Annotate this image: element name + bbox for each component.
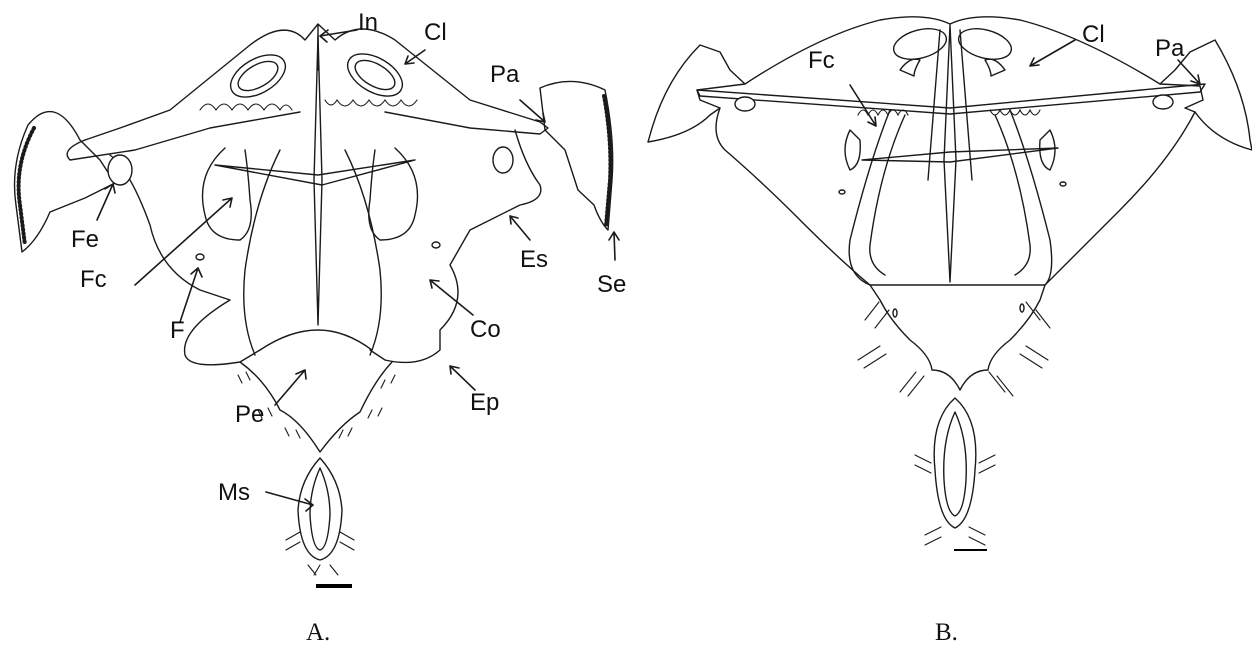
label-cl: Cl [424, 19, 447, 46]
panel-a-caption: A. [306, 619, 330, 646]
panel-b-drawing [648, 17, 1252, 550]
label-se: Se [597, 271, 626, 298]
label-fe: Fe [71, 226, 99, 253]
label-b-cl: Cl [1082, 21, 1105, 48]
label-co: Co [470, 316, 501, 343]
label-es: Es [520, 246, 548, 273]
label-pe: Pe [235, 401, 264, 428]
label-pa: Pa [490, 61, 520, 88]
label-fc: Fc [80, 266, 107, 293]
label-ms: Ms [218, 479, 250, 506]
label-in: In [358, 9, 378, 36]
label-f: F [170, 317, 185, 344]
label-b-fc: Fc [808, 47, 835, 74]
label-b-pa: Pa [1155, 35, 1185, 62]
label-ep: Ep [470, 389, 499, 416]
panel-b-caption: B. [935, 619, 958, 646]
panel-a-drawing [15, 24, 620, 586]
